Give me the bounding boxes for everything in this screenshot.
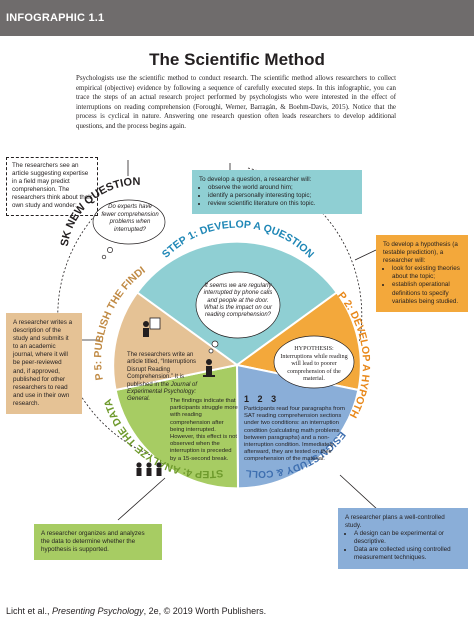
infographic-label: INFOGRAPHIC 1.1 (6, 12, 105, 24)
hypothesis-body: Interruptions while reading will lead to… (280, 352, 348, 383)
header-banner: INFOGRAPHIC 1.1 (0, 0, 474, 36)
wedge-step-3 (235, 363, 360, 490)
ask-new-bubble-text: Do experts have fewer comprehension prob… (101, 204, 159, 233)
side-note-publish: A researcher writes a description of the… (6, 313, 82, 415)
hypothesis-heading: HYPOTHESIS: (294, 345, 334, 352)
side-note-hypothesis-item-2: establish operational definitions to spe… (392, 281, 461, 305)
number-1: 1 (244, 394, 253, 404)
step-5-text: The researchers write an article titled,… (127, 352, 207, 404)
thought-bubble-ask-new (92, 199, 166, 260)
step-3-body: Participants read four paragraphs from S… (244, 406, 345, 463)
side-note-design-item-2: Data are collected using controlled meas… (354, 546, 461, 562)
ask-new-note: The researchers see an article suggestin… (6, 157, 98, 216)
intro-paragraph: Psychologists use the scientific method … (76, 75, 396, 130)
step-4-body: The findings indicate that participants … (170, 398, 238, 462)
side-note-design-intro: A researcher plans a well-controlled stu… (345, 514, 445, 530)
presenter-icon (143, 317, 161, 337)
side-note-analyze: A researcher organizes and analyzes the … (34, 524, 162, 561)
credit-footer: Licht et al., Presenting Psychology, 2e,… (6, 606, 266, 616)
number-2: 2 (257, 394, 266, 404)
side-note-hypothesis: To develop a hypothesis (a testable pred… (376, 235, 468, 312)
condition-numbers: 1 2 3 (244, 394, 298, 404)
footer-publisher: , 2e, © 2019 Worth Publishers. (143, 606, 267, 616)
footer-book-title: Presenting Psychology (52, 606, 144, 616)
ask-new-note-container: The researchers see an article suggestin… (6, 157, 116, 216)
connector-lines (80, 160, 379, 521)
side-note-hypothesis-intro: To develop a hypothesis (a testable pred… (383, 241, 458, 265)
side-note-question-item-2: identify a personally interesting topic; (208, 192, 355, 200)
wedge-step-4 (114, 363, 240, 490)
number-3: 3 (271, 394, 280, 404)
reading-person-icon (203, 359, 215, 377)
side-note-question-item-1: observe the world around him; (208, 184, 355, 192)
step-5-journal: Journal of Experimental Psychology: Gene… (127, 381, 198, 403)
side-note-design: A researcher plans a well-controlled stu… (338, 508, 468, 569)
footer-authors: Licht et al., (6, 606, 53, 616)
side-note-question: To develop a question, a researcher will… (192, 170, 362, 215)
side-note-hypothesis-item-1: look for existing theories about the top… (392, 265, 461, 281)
step-1-bubble-text: It seems we are regularly interrupted by… (203, 283, 273, 319)
participants-icon (136, 462, 162, 476)
hypothesis-bubble (273, 335, 355, 389)
step-5-body: The researchers write an article titled,… (127, 352, 197, 388)
page-title: The Scientific Method (149, 50, 325, 69)
side-note-design-item-1: A design can be experimental or descript… (354, 530, 461, 546)
side-note-question-intro: To develop a question, a researcher will… (199, 176, 312, 183)
wedge-step-5 (112, 291, 240, 392)
side-note-question-item-3: review scientific literature on this top… (208, 200, 355, 208)
hypothesis-text: HYPOTHESIS: Interruptions while reading … (280, 345, 348, 383)
thought-bubble-step-1 (195, 271, 281, 354)
